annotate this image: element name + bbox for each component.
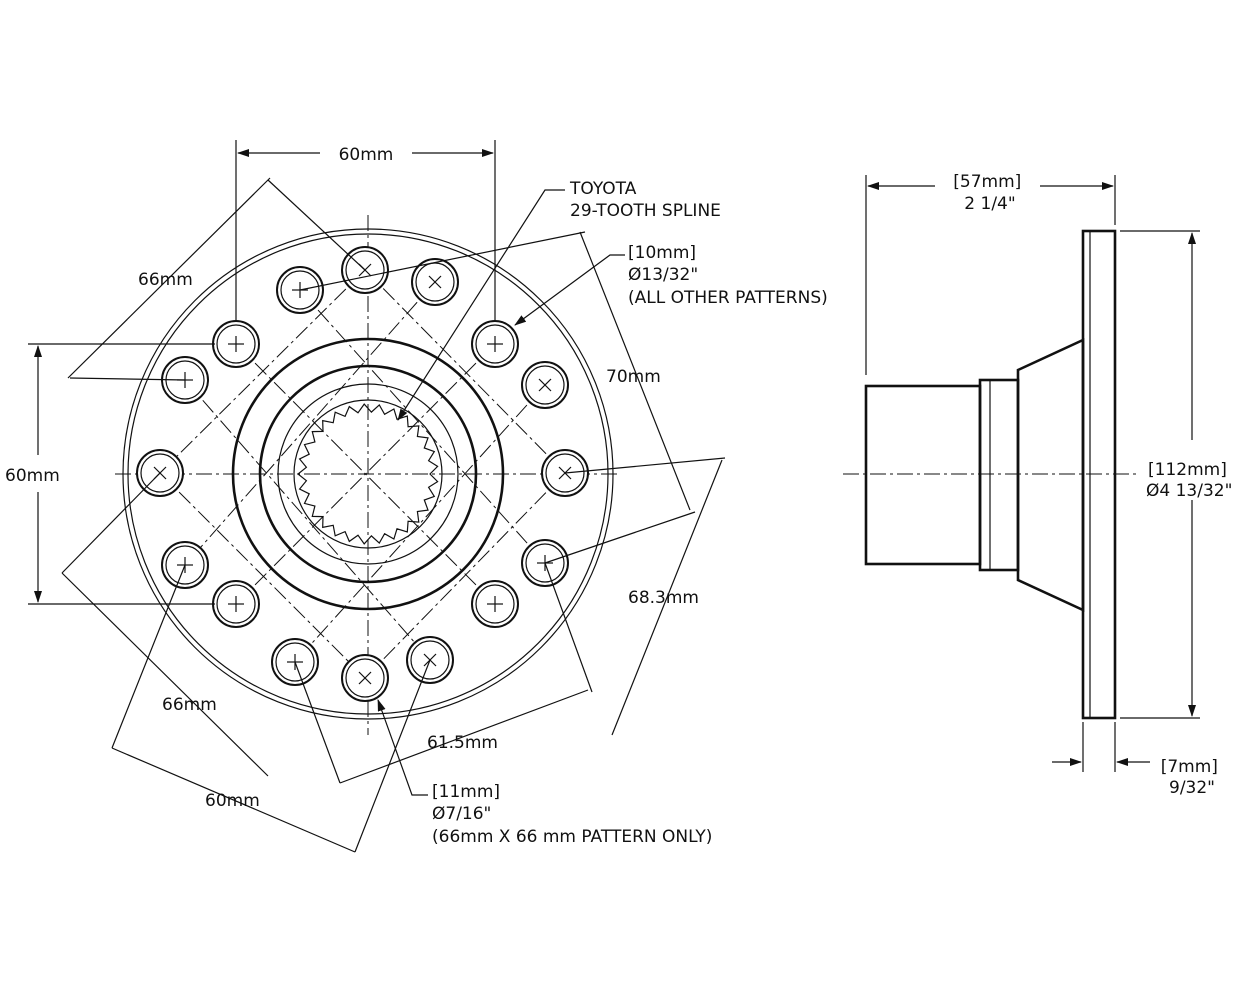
bolt-hole bbox=[212, 580, 260, 628]
bolt-hole bbox=[521, 361, 569, 409]
pattern-line bbox=[184, 281, 436, 566]
dim-top-60: 60mm bbox=[339, 145, 394, 165]
front-view: 60mm 60mm 66mm 66mm 60mm 70mm 68.3mm bbox=[5, 140, 828, 853]
dim-61-5: 61.5mm bbox=[427, 733, 498, 753]
hole-note-11mm: [11mm] Ø7/16" (66mm X 66 mm PATTERN ONLY… bbox=[432, 782, 712, 847]
bolt-hole bbox=[411, 258, 459, 306]
pattern-line bbox=[159, 269, 366, 474]
pattern-line bbox=[299, 289, 546, 564]
dim-bottom-60: 60mm bbox=[205, 791, 260, 811]
dim-length: [57mm] 2 1/4" bbox=[953, 172, 1026, 214]
bolt-hole bbox=[471, 320, 519, 368]
side-step bbox=[978, 378, 1020, 572]
side-view: [57mm] 2 1/4" [112mm] Ø4 13/32" [7mm] 9/… bbox=[843, 172, 1232, 798]
pattern-line bbox=[364, 472, 566, 679]
dim-lower-left-66: 66mm bbox=[162, 695, 217, 715]
pattern-line bbox=[294, 384, 546, 663]
pattern-line bbox=[364, 269, 566, 474]
bolt-pattern-lines bbox=[159, 269, 566, 679]
dim-68-3: 68.3mm bbox=[628, 588, 699, 608]
spline-note: TOYOTA 29-TOOTH SPLINE bbox=[569, 179, 721, 221]
pattern-line bbox=[184, 379, 431, 661]
dim-upper-left-66: 66mm bbox=[138, 270, 193, 290]
bolt-hole bbox=[212, 320, 260, 368]
bolt-hole bbox=[471, 580, 519, 628]
dim-70: 70mm bbox=[606, 367, 661, 387]
side-shaft bbox=[864, 384, 982, 566]
hole-note-10mm: [10mm] Ø13/32" (ALL OTHER PATTERNS) bbox=[628, 243, 828, 308]
pattern-line bbox=[159, 472, 366, 679]
dim-diameter: [112mm] Ø4 13/32" bbox=[1146, 460, 1232, 501]
dim-left-60: 60mm bbox=[5, 466, 60, 486]
pattern-line bbox=[235, 343, 496, 605]
dim-thickness: [7mm] 9/32" bbox=[1161, 757, 1224, 798]
bolt-hole bbox=[341, 654, 389, 702]
side-cone bbox=[1016, 337, 1085, 613]
